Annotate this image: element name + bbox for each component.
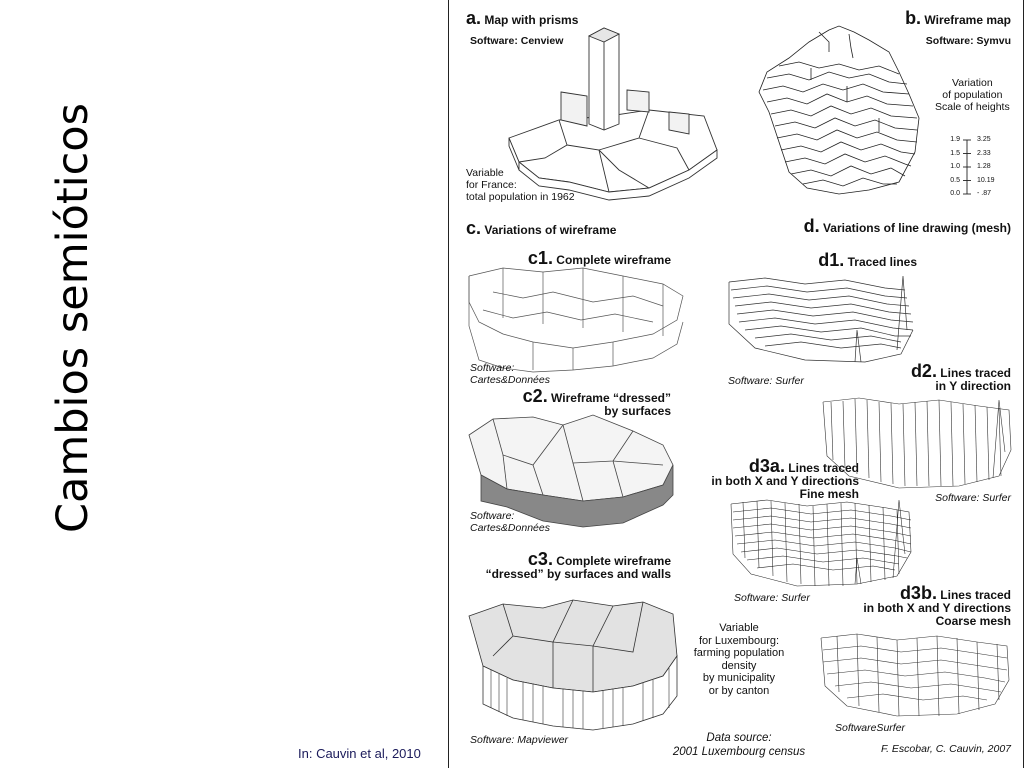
wireframe-map-illustration (758, 25, 920, 195)
complete-wireframe-illustration (468, 267, 684, 373)
surfaces-walls-illustration (468, 599, 678, 731)
fine-mesh-illustration (730, 499, 912, 587)
c2-software: Software: Cartes&Données (470, 510, 550, 534)
d3b-title: d3b. Lines traced in both X and Y direct… (863, 583, 1011, 628)
slide-title: Cambios semióticos (0, 0, 130, 768)
d3a-software: Software: Surfer (734, 592, 810, 604)
coarse-mesh-illustration (820, 633, 1010, 717)
c1-software: Software: Cartes&Données (470, 362, 550, 386)
panel-b-legend: Variation of population Scale of heights (935, 77, 1010, 113)
d2-title: d2. Lines traced in Y direction (910, 361, 1011, 393)
d1-title: d1. Traced lines (818, 250, 917, 270)
panel-b-title: b. Wireframe map (905, 8, 1011, 28)
c1-title: c1. Complete wireframe (527, 248, 671, 268)
panel-d-title: d. Variations of line drawing (mesh) (803, 216, 1011, 236)
height-scale-axis (963, 139, 971, 195)
slide-title-text: Cambios semióticos (48, 102, 98, 534)
figure-credit: F. Escobar, C. Cauvin, 2007 (881, 743, 1011, 755)
d2-software: Software: Surfer (935, 492, 1011, 504)
height-scale-right: 3.25 2.33 1.28 10.19 - .87 (977, 136, 995, 197)
data-source: Data source: 2001 Luxembourg census (672, 732, 806, 758)
panel-a-title: a. Map with prisms (466, 8, 579, 28)
c3-software: Software: Mapviewer (470, 734, 569, 746)
figure-panel: a. Map with prisms Software: Cenview Var… (448, 0, 1024, 768)
prism-map-illustration (508, 27, 718, 201)
panel-b-software: Software: Symvu (925, 35, 1011, 47)
y-direction-mesh-illustration (822, 397, 1012, 489)
c3-title: c3. Complete wireframe “dressed” by surf… (485, 549, 671, 581)
traced-lines-mesh-illustration (728, 275, 914, 363)
d3a-title: d3a. Lines traced in both X and Y direct… (711, 456, 859, 501)
c2-title: c2. Wireframe “dressed” by surfaces (522, 386, 671, 418)
height-scale-left: 1.9 1.5 1.0 0.5 0.0 (950, 136, 960, 197)
panel-a-variable: Variable for France: total population in… (466, 167, 575, 203)
luxembourg-variable: Variable for Luxembourg: farming populat… (693, 622, 785, 697)
dressed-wireframe-illustration (468, 414, 674, 528)
citation: In: Cauvin et al, 2010 (298, 746, 421, 761)
panel-a-software: Software: Cenview (470, 35, 564, 47)
d1-software: Software: Surfer (728, 375, 804, 387)
d3b-software: SoftwareSurfer (835, 722, 906, 734)
panel-c-title: c. Variations of wireframe (466, 218, 617, 238)
